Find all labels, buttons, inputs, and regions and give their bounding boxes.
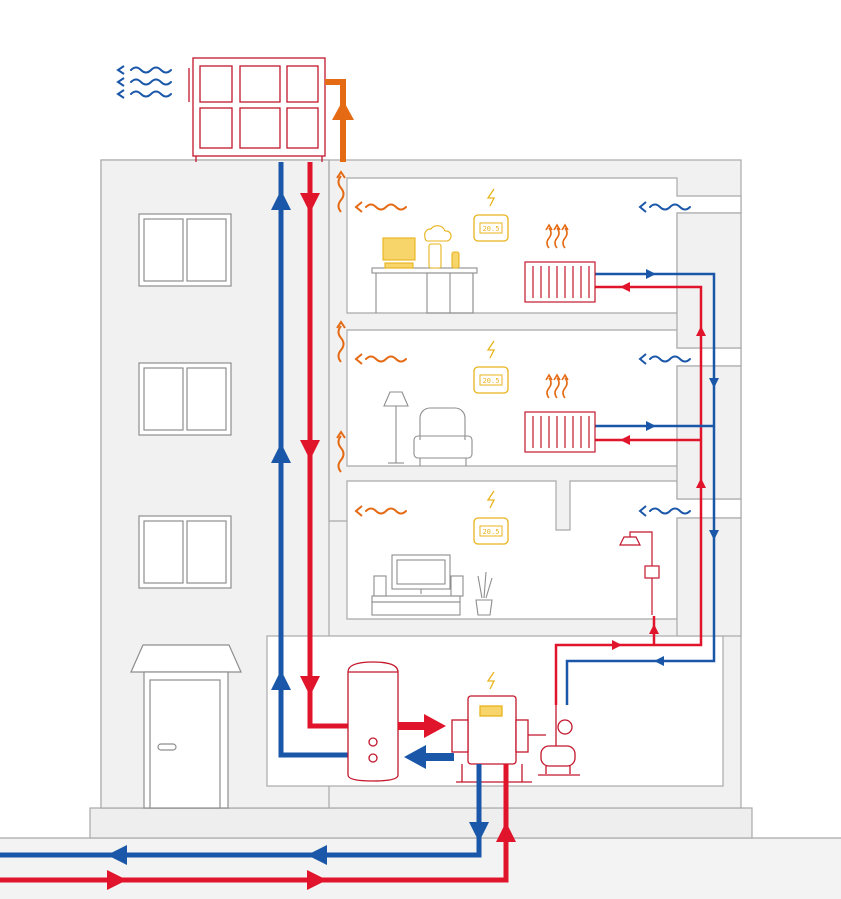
boiler-tank-icon bbox=[347, 661, 399, 782]
thermostat-icon: 20.5 bbox=[473, 366, 509, 394]
ground-arrows bbox=[107, 822, 516, 890]
room-heat-waves bbox=[336, 170, 407, 517]
window bbox=[138, 515, 232, 589]
tv-stand-icon bbox=[371, 554, 493, 616]
armchair-and-lamp-icon bbox=[383, 391, 473, 466]
thermostat-icon: 20.5 bbox=[473, 517, 509, 545]
shower-icon bbox=[619, 531, 660, 615]
ground-pipes bbox=[0, 764, 509, 883]
windows bbox=[138, 213, 232, 589]
hot-riser bbox=[307, 162, 352, 729]
riser-arrows bbox=[271, 190, 320, 696]
thermostat-reading: 20.5 bbox=[483, 528, 500, 536]
office-desk-icon bbox=[371, 225, 478, 314]
heat-exchanger-icon bbox=[451, 695, 532, 783]
lightning-bolt-icon bbox=[486, 188, 496, 690]
cold-riser bbox=[278, 162, 352, 758]
thermostat-icon: 20.5 bbox=[473, 214, 509, 242]
boiler-flow-arrows bbox=[398, 714, 454, 769]
radiator-icon bbox=[524, 411, 596, 453]
heat-pump-unit-icon bbox=[188, 57, 326, 162]
entrance-door bbox=[130, 644, 242, 809]
fresh-air-waves bbox=[638, 201, 691, 517]
circulation-pump-icon bbox=[528, 705, 580, 776]
thermostat-reading: 20.5 bbox=[483, 225, 500, 233]
window bbox=[138, 362, 232, 436]
window bbox=[138, 213, 232, 287]
riser-pipes bbox=[278, 162, 352, 758]
heat-wave-icon bbox=[545, 223, 569, 249]
exhaust-duct bbox=[325, 79, 346, 162]
outdoor-air-waves bbox=[116, 65, 172, 99]
heat-wave-icon bbox=[545, 373, 569, 399]
thermostat-reading: 20.5 bbox=[483, 377, 500, 385]
exhaust-arrow bbox=[332, 100, 354, 120]
ground bbox=[0, 837, 841, 899]
distribution-arrows bbox=[612, 269, 719, 666]
radiator-icon bbox=[524, 261, 596, 303]
